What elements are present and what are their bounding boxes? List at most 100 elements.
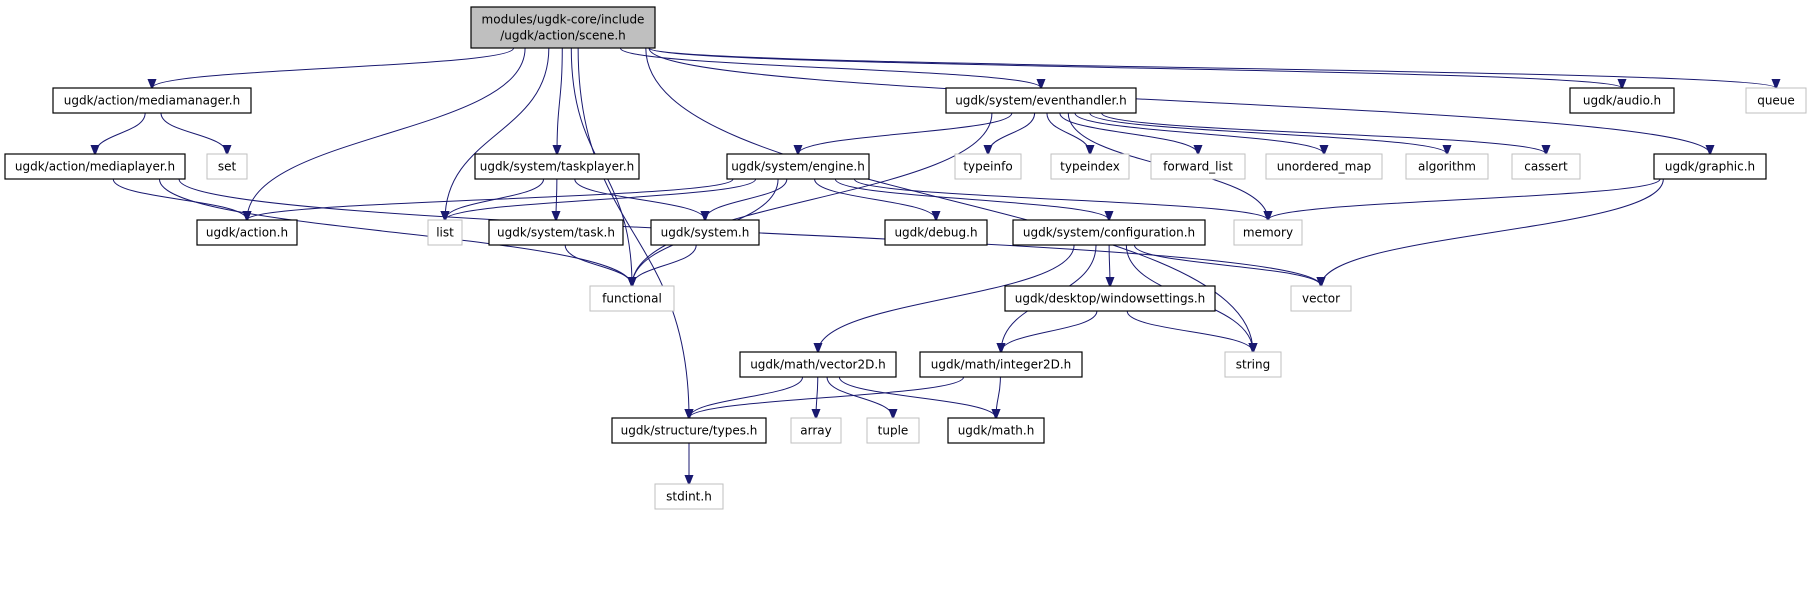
node-box-memory (1233, 219, 1303, 246)
node-box-forward_list (1150, 153, 1246, 180)
node-taskplayer[interactable]: ugdk/system/taskplayer.h (474, 153, 640, 180)
node-vector: vector (1290, 285, 1352, 312)
node-box-eventhandler (945, 87, 1137, 114)
node-task[interactable]: ugdk/system/task.h (488, 219, 624, 246)
node-windowsettings[interactable]: ugdk/desktop/windowsettings.h (1004, 285, 1216, 312)
node-label-unordered_map: unordered_map (1277, 160, 1372, 174)
edge-vector2d-to-types (689, 376, 804, 418)
node-set: set (206, 153, 248, 180)
node-box-integer2d (919, 351, 1083, 378)
node-box-task (488, 219, 624, 246)
node-label-cassert: cassert (1524, 160, 1568, 174)
edge-engine-to-list (445, 178, 757, 220)
edge-engine-to-debug (814, 178, 936, 220)
node-debug[interactable]: ugdk/debug.h (884, 219, 988, 246)
node-math[interactable]: ugdk/math.h (947, 417, 1045, 444)
node-label-taskplayer: ugdk/system/taskplayer.h (480, 160, 635, 174)
edge-configuration-to-vector2d (818, 244, 1075, 352)
node-label-functional: functional (602, 292, 662, 306)
node-box-array (790, 417, 842, 444)
node-box-cassert (1511, 153, 1581, 180)
edge-scene-to-audio (648, 47, 1622, 88)
node-scene[interactable]: modules/ugdk-core/include/ugdk/action/sc… (470, 6, 656, 49)
edge-eventhandler-to-cassert (1101, 112, 1546, 154)
node-box-queue (1745, 87, 1807, 114)
node-box-typeindex (1050, 153, 1130, 180)
edge-mediamanager-to-set (160, 112, 227, 154)
node-label-stdint: stdint.h (666, 490, 712, 504)
edge-configuration-to-vector (1133, 244, 1321, 286)
node-audio[interactable]: ugdk/audio.h (1569, 87, 1675, 114)
node-box-set (206, 153, 248, 180)
edge-eventhandler-to-typeinfo (988, 112, 1036, 154)
node-label-string: string (1236, 358, 1270, 372)
node-box-math (947, 417, 1045, 444)
node-box-configuration (1012, 219, 1206, 246)
node-label-vector2d: ugdk/math/vector2D.h (750, 358, 886, 372)
node-label-mediaplayer: ugdk/action/mediaplayer.h (15, 160, 175, 174)
node-typeindex: typeindex (1050, 153, 1130, 180)
edge-mediaplayer-to-action (112, 178, 247, 220)
edge-engine-to-system (705, 178, 788, 220)
edge-eventhandler-to-engine (798, 112, 1013, 154)
node-system[interactable]: ugdk/system.h (650, 219, 760, 246)
node-box-debug (884, 219, 988, 246)
edge-eventhandler-to-forward_list (1059, 112, 1198, 154)
edge-windowsettings-to-string (1126, 310, 1253, 352)
node-array: array (790, 417, 842, 444)
node-box-engine (726, 153, 870, 180)
node-label-memory: memory (1243, 226, 1293, 240)
node-label-scene: /ugdk/action/scene.h (500, 29, 626, 43)
node-label-engine: ugdk/system/engine.h (731, 160, 865, 174)
node-action[interactable]: ugdk/action.h (196, 219, 298, 246)
edge-taskplayer-to-system (574, 178, 705, 220)
node-box-system (650, 219, 760, 246)
node-eventhandler[interactable]: ugdk/system/eventhandler.h (945, 87, 1137, 114)
node-label-task: ugdk/system/task.h (497, 226, 615, 240)
node-box-taskplayer (474, 153, 640, 180)
node-types[interactable]: ugdk/structure/types.h (611, 417, 767, 444)
node-memory: memory (1233, 219, 1303, 246)
edge-engine-to-action (247, 178, 734, 220)
node-label-queue: queue (1757, 94, 1795, 108)
node-integer2d[interactable]: ugdk/math/integer2D.h (919, 351, 1083, 378)
edge-scene-to-graphic (648, 47, 1710, 154)
node-box-stdint (654, 483, 724, 510)
node-label-forward_list: forward_list (1163, 160, 1233, 174)
node-label-tuple: tuple (878, 424, 909, 438)
node-box-windowsettings (1004, 285, 1216, 312)
node-box-audio (1569, 87, 1675, 114)
node-graphic[interactable]: ugdk/graphic.h (1653, 153, 1767, 180)
edge-eventhandler-to-functional (632, 112, 993, 286)
node-label-scene: modules/ugdk-core/include (482, 13, 645, 27)
node-cassert: cassert (1511, 153, 1581, 180)
edge-taskplayer-to-task (556, 178, 557, 220)
node-vector2d[interactable]: ugdk/math/vector2D.h (739, 351, 897, 378)
edge-mediamanager-to-mediaplayer (95, 112, 146, 154)
edge-eventhandler-to-typeindex (1046, 112, 1090, 154)
node-configuration[interactable]: ugdk/system/configuration.h (1012, 219, 1206, 246)
node-queue: queue (1745, 87, 1807, 114)
node-string: string (1224, 351, 1282, 378)
edge-windowsettings-to-integer2d (1001, 310, 1098, 352)
edge-system-to-functional (632, 244, 697, 286)
node-label-algorithm: algorithm (1418, 160, 1476, 174)
node-box-functional (589, 285, 675, 312)
edge-scene-to-action (247, 47, 526, 220)
node-label-list: list (436, 226, 454, 240)
nodes-layer: modules/ugdk-core/include/ugdk/action/sc… (4, 6, 1807, 510)
node-engine[interactable]: ugdk/system/engine.h (726, 153, 870, 180)
edge-task-to-functional (564, 244, 632, 286)
node-label-integer2d: ugdk/math/integer2D.h (931, 358, 1071, 372)
edge-engine-to-configuration (834, 178, 1109, 220)
node-tuple: tuple (866, 417, 920, 444)
edge-integer2d-to-types (689, 376, 965, 418)
node-box-tuple (866, 417, 920, 444)
edge-graphic-to-memory (1268, 178, 1661, 220)
edge-vector2d-to-tuple (826, 376, 893, 418)
edge-vector2d-to-array (816, 376, 818, 418)
node-label-set: set (218, 160, 237, 174)
node-box-typeinfo (954, 153, 1022, 180)
node-mediamanager[interactable]: ugdk/action/mediamanager.h (52, 87, 252, 114)
node-mediaplayer[interactable]: ugdk/action/mediaplayer.h (4, 153, 186, 180)
